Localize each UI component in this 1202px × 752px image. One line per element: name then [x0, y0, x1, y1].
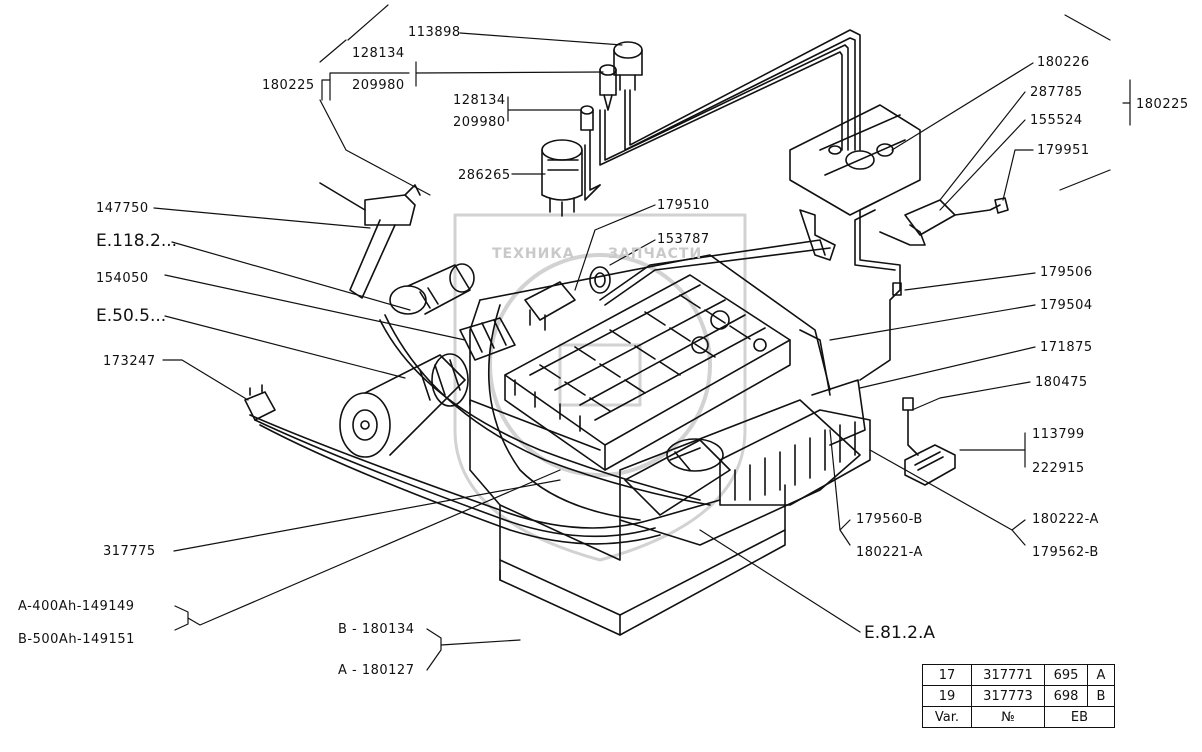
fusebox-155524 [879, 197, 1009, 246]
connector-panel [719, 379, 871, 506]
terminal-strip [459, 317, 516, 361]
motor-154050 [389, 263, 475, 315]
label-179560-b: 179560-B [856, 512, 923, 527]
table-cell: 698 [1044, 685, 1088, 707]
label-180222-a: 180222-A [1032, 512, 1099, 527]
label-286265: 286265 [458, 168, 511, 183]
label-128134-a: 128134 [352, 46, 405, 61]
label-179510: 179510 [657, 198, 710, 213]
label-155524: 155524 [1030, 113, 1083, 128]
label-113898: 113898 [408, 25, 461, 40]
table-row: 19 317773 698 B [922, 685, 1115, 707]
label-209980-b: 209980 [453, 115, 506, 130]
label-179562-b: 179562-B [1032, 545, 1099, 560]
table-footer-row: Var. № EB [922, 706, 1115, 728]
watermark-brand-right: ЗАПЧАСТИ [608, 246, 703, 262]
variant-table: 17 317771 695 A 19 317773 698 B Var. № E… [922, 664, 1115, 728]
label-113799: 113799 [1032, 427, 1085, 442]
right-harness [599, 199, 902, 396]
table-cell: 695 [1044, 664, 1088, 686]
lever-147750 [319, 182, 421, 299]
label-180226: 180226 [1037, 55, 1090, 70]
table-cell: 17 [922, 664, 972, 686]
label-180225-right: 180225 [1136, 97, 1189, 112]
label-180225-left: 180225 [262, 78, 315, 93]
label-147750: 147750 [96, 201, 149, 216]
label-173247: 173247 [103, 354, 156, 369]
label-a-180127: A - 180127 [338, 663, 415, 678]
label-153787: 153787 [657, 232, 710, 247]
charger-unit [624, 438, 731, 516]
label-a-400ah: A-400Ah-149149 [18, 599, 135, 614]
table-footer-eb: EB [1044, 706, 1115, 728]
label-209980-a: 209980 [352, 78, 405, 93]
relay-286265 [541, 139, 583, 217]
label-e1182: E.118.2... [96, 231, 178, 251]
table-cell: 317771 [971, 664, 1045, 686]
label-222915: 222915 [1032, 461, 1085, 476]
label-180475: 180475 [1035, 375, 1088, 390]
label-171875: 171875 [1040, 340, 1093, 355]
label-179951: 179951 [1037, 143, 1090, 158]
label-128134-b: 128134 [453, 93, 506, 108]
top-cable-bundles [584, 29, 861, 201]
table-cell: B [1087, 685, 1115, 707]
pump-motor [339, 353, 469, 458]
watermark-brand-left: ТЕХНИКА [492, 246, 575, 262]
table-footer-var: Var. [922, 706, 972, 728]
watermark-shield [453, 213, 747, 562]
cable-harness [249, 304, 721, 545]
label-179506: 179506 [1040, 265, 1093, 280]
table-footer-number: № [971, 706, 1045, 728]
label-154050: 154050 [96, 271, 149, 286]
label-e812a: E.81.2.A [864, 623, 936, 643]
label-287785: 287785 [1030, 85, 1083, 100]
battery-cells [504, 274, 791, 471]
connector-173247 [244, 384, 276, 421]
table-cell: 317773 [971, 685, 1045, 707]
label-317775: 317775 [103, 544, 156, 559]
table-row: 17 317771 695 A [922, 664, 1115, 686]
table-cell: 19 [922, 685, 972, 707]
label-b-500ah: B-500Ah-149151 [18, 632, 135, 647]
label-180221-a: 180221-A [856, 545, 923, 560]
socket-113799 [902, 397, 956, 486]
table-cell: A [1087, 664, 1115, 686]
label-179504: 179504 [1040, 298, 1093, 313]
switch-179510 [524, 266, 611, 331]
top-switches [580, 41, 643, 131]
leader-lines [153, 4, 1131, 671]
label-b-180134: B - 180134 [338, 622, 415, 637]
label-e505: E.50.5... [96, 306, 167, 326]
